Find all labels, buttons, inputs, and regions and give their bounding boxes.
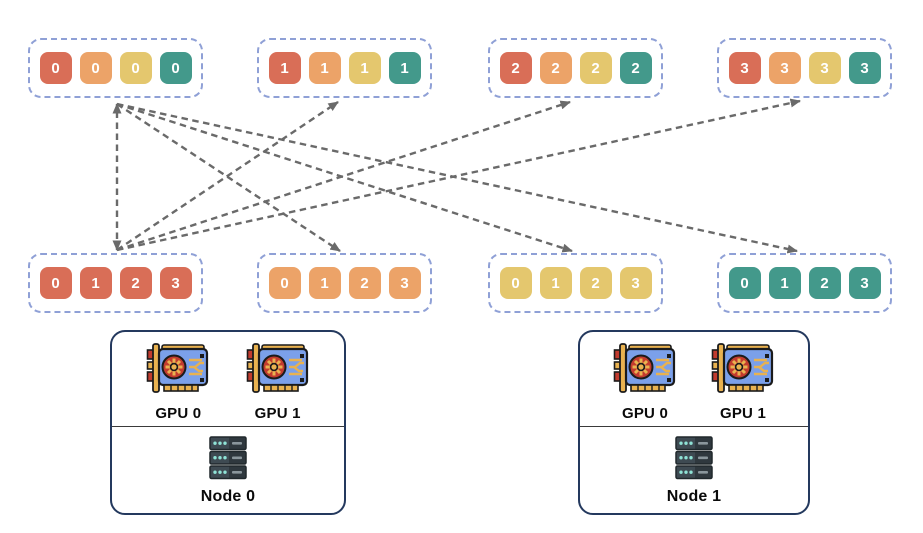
chip-cell: 1 xyxy=(308,52,341,84)
transfer-arrow-top-0-to-bottom-3 xyxy=(116,102,798,254)
chip-cell: 3 xyxy=(619,267,652,299)
gpu-item: GPU 0 xyxy=(612,341,678,422)
chip-cell: 0 xyxy=(268,267,301,299)
chip-cell: 2 xyxy=(119,267,152,299)
chip-cell: 1 xyxy=(768,267,801,299)
node-box-0: GPU 0 GPU 1 xyxy=(110,330,346,515)
node-label: Node 0 xyxy=(200,487,256,505)
chip-cell: 0 xyxy=(499,267,532,299)
gpu-label: GPU 1 xyxy=(254,404,301,422)
transfer-arrow-bottom-0-to-top-3 xyxy=(116,98,801,252)
gpu-card-icon xyxy=(245,341,311,404)
chip-cell: 3 xyxy=(728,52,761,84)
chip-cell: 2 xyxy=(579,267,612,299)
chip-cell: 2 xyxy=(499,52,532,84)
chip-cell: 3 xyxy=(848,52,881,84)
chip-cell: 1 xyxy=(79,267,112,299)
server-rack-icon xyxy=(669,435,719,487)
chip-cell: 2 xyxy=(579,52,612,84)
chip-cell: 2 xyxy=(539,52,572,84)
transfer-arrow-top-0-to-bottom-1 xyxy=(116,102,341,253)
node-section: Node 1 xyxy=(580,427,808,513)
gpu-card-icon xyxy=(710,341,776,404)
chip-cell: 0 xyxy=(728,267,761,299)
chip-cell: 1 xyxy=(268,52,301,84)
gpu-row: GPU 0 GPU 1 xyxy=(580,332,808,427)
chip-cell: 3 xyxy=(808,52,841,84)
gpu-item: GPU 0 xyxy=(145,341,211,422)
chip-cell: 3 xyxy=(848,267,881,299)
chip-cell: 1 xyxy=(308,267,341,299)
chip-cell: 2 xyxy=(619,52,652,84)
chip-cell: 0 xyxy=(79,52,112,84)
chip-cell: 1 xyxy=(388,52,421,84)
transfer-arrow-bottom-0-to-top-1 xyxy=(116,101,339,251)
gpu-item: GPU 1 xyxy=(245,341,311,422)
chip-cell: 0 xyxy=(39,267,72,299)
chip-cell: 2 xyxy=(808,267,841,299)
chip-cell: 1 xyxy=(539,267,572,299)
gpu-card-icon xyxy=(145,341,211,404)
transfer-arrow-bottom-0-to-top-2 xyxy=(116,100,571,252)
chip-cell: 2 xyxy=(348,267,381,299)
node-box-1: GPU 0 GPU 1 xyxy=(578,330,810,515)
chip-cell: 0 xyxy=(39,52,72,84)
gpu-item: GPU 1 xyxy=(710,341,776,422)
node-label: Node 1 xyxy=(666,487,722,505)
gpu-card-icon xyxy=(612,341,678,404)
chip-cell: 3 xyxy=(768,52,801,84)
gpu-label: GPU 0 xyxy=(155,404,202,422)
gpu-label: GPU 0 xyxy=(621,404,668,422)
gpu-row: GPU 0 GPU 1 xyxy=(112,332,344,427)
chip-cell: 0 xyxy=(119,52,152,84)
chip-cell: 1 xyxy=(348,52,381,84)
chip-cell: 3 xyxy=(388,267,421,299)
transfer-arrow-top-0-to-bottom-2 xyxy=(116,102,573,253)
server-rack-icon xyxy=(203,435,253,487)
chip-cell: 3 xyxy=(159,267,192,299)
all-to-all-arrows xyxy=(112,98,801,254)
node-section: Node 0 xyxy=(112,427,344,513)
gpu-label: GPU 1 xyxy=(719,404,766,422)
chip-cell: 0 xyxy=(159,52,192,84)
